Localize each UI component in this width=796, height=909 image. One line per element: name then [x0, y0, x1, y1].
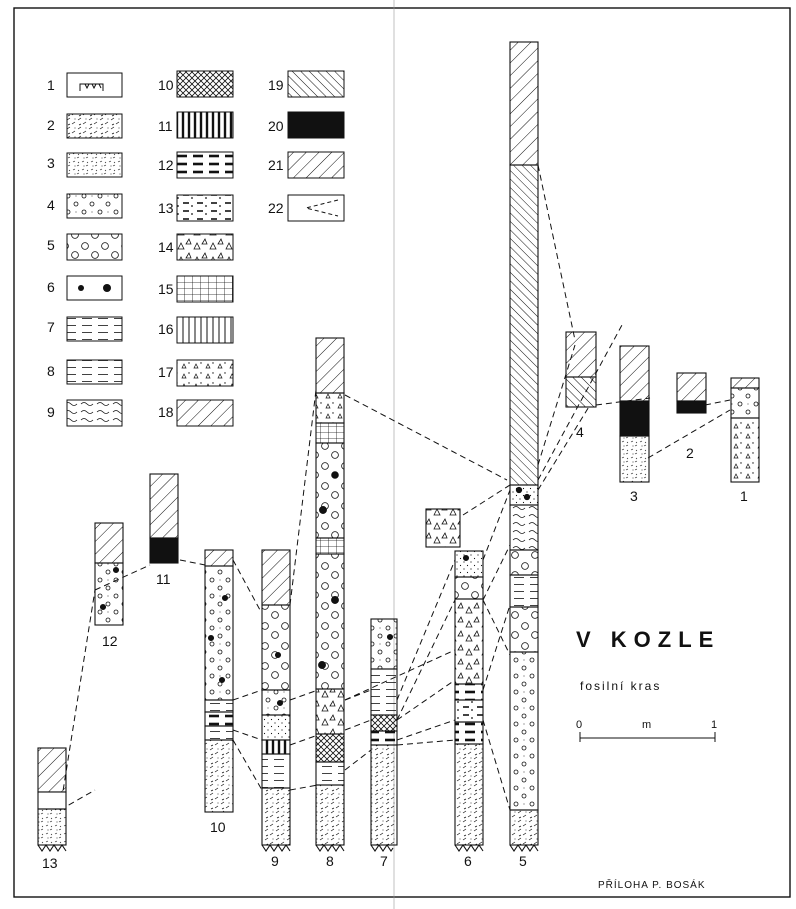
frame: [13, 7, 791, 898]
nodule-symbol: [78, 285, 84, 291]
legend-15-label: 15: [158, 281, 174, 297]
legend-9-swatch: [66, 399, 123, 427]
profile-11: [149, 473, 179, 564]
legend-18-swatch: [176, 399, 234, 427]
legend-17-swatch: [176, 359, 234, 387]
legend-2-label: 2: [47, 117, 55, 133]
legend-11-swatch: [176, 111, 234, 139]
scale-zero: 0: [576, 719, 582, 731]
legend-1-swatch: [66, 72, 123, 98]
profile-8: [315, 337, 345, 852]
legend-20-swatch: [287, 111, 345, 139]
profile-9: [261, 549, 291, 852]
legend-2-swatch: [66, 113, 123, 139]
legend-13-swatch: [176, 194, 234, 222]
legend: 1 2 3 4 5 6 7 8 9 10 11 12 13 14 15: [47, 70, 345, 427]
profile-label-12: 12: [102, 633, 118, 649]
profile-2: [676, 372, 707, 414]
page-subtitle: fosilní kras: [580, 679, 661, 693]
profile-5: [509, 41, 539, 852]
profile-label-13: 13: [42, 855, 58, 871]
legend-22-swatch: [287, 194, 345, 222]
profile-label-7: 7: [380, 853, 388, 869]
profile-label-1: 1: [740, 488, 748, 504]
profile-12: [94, 522, 124, 626]
profile-label-11: 11: [156, 571, 171, 587]
profile-1: [730, 377, 760, 483]
scale-unit: m: [642, 719, 651, 731]
legend-3-swatch: [66, 152, 123, 178]
profile-10: [204, 549, 234, 813]
legend-16-label: 16: [158, 321, 174, 337]
profile-4: [565, 331, 597, 408]
profile-7: [370, 618, 398, 852]
profile-13: [37, 747, 67, 852]
legend-14-label: 14: [158, 239, 174, 255]
profile-label-8: 8: [326, 853, 334, 869]
page-title: V KOZLE: [576, 627, 720, 652]
legend-9-label: 9: [47, 404, 55, 420]
legend-4-label: 4: [47, 197, 55, 213]
legend-7-swatch: [66, 316, 123, 342]
legend-11-label: 11: [158, 118, 173, 134]
legend-6-swatch: [66, 275, 123, 301]
profile-3: [619, 345, 650, 483]
signature: PŘÍLOHA P. BOSÁK: [598, 878, 706, 891]
legend-5-label: 5: [47, 237, 55, 253]
correlation-lines: [59, 164, 731, 811]
legend-6-label: 6: [47, 279, 55, 295]
legend-5-swatch: [66, 233, 123, 261]
legend-19-label: 19: [268, 77, 284, 93]
nodule-symbol: [103, 284, 111, 292]
legend-21-label: 21: [268, 157, 284, 173]
profiles: [37, 41, 760, 852]
legend-17-label: 17: [158, 364, 174, 380]
legend-20-label: 20: [268, 118, 284, 134]
legend-10-swatch: [176, 70, 234, 98]
profile-label-9: 9: [271, 853, 279, 869]
legend-10-label: 10: [158, 77, 174, 93]
wedge-symbol: [305, 199, 339, 217]
profile-label-3: 3: [630, 488, 638, 504]
legend-7-label: 7: [47, 319, 55, 335]
karst-surface-symbol: [79, 83, 104, 91]
legend-3-label: 3: [47, 155, 55, 171]
profile-label-10: 10: [210, 819, 226, 835]
legend-4-swatch: [66, 193, 123, 219]
legend-1-label: 1: [47, 77, 55, 93]
profile-6: [454, 550, 484, 852]
profile-label-5: 5: [519, 853, 527, 869]
legend-13-label: 13: [158, 200, 174, 216]
legend-12-label: 12: [158, 157, 174, 173]
legend-15-swatch: [176, 275, 234, 303]
legend-18-label: 18: [158, 404, 174, 420]
profile-label-2: 2: [686, 445, 694, 461]
legend-12-swatch: [176, 151, 234, 179]
scale-one: 1: [711, 719, 717, 731]
legend-16-swatch: [176, 316, 234, 344]
legend-19-swatch: [287, 70, 345, 98]
scale-bar: 0 m 1: [576, 719, 717, 742]
legend-8-swatch: [66, 359, 123, 385]
legend-22-label: 22: [268, 200, 284, 216]
legend-8-label: 8: [47, 363, 55, 379]
profile-label-4: 4: [576, 424, 584, 440]
legend-14-swatch: [176, 233, 234, 261]
profile-labels: 13 12 11 10 9 8 7 6 5 4 3 2 1: [42, 424, 748, 871]
legend-21-swatch: [287, 151, 345, 179]
profile-label-6: 6: [464, 853, 472, 869]
profile-6-detached-block: [425, 508, 461, 548]
